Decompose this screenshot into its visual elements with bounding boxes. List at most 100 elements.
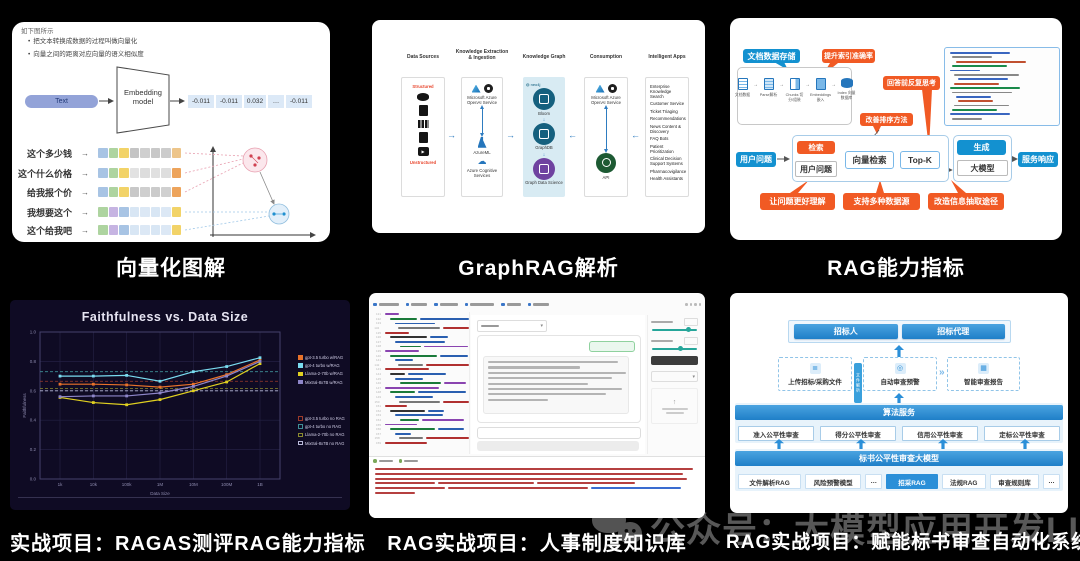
vector-cell <box>108 225 118 235</box>
line-number: 156 <box>375 427 381 432</box>
control-dot[interactable] <box>694 303 697 306</box>
panel-bid-review: 招标人 招标代理 ≣ 上传招标/采购文件 文件解析 ◎ 自动审查预警 » ▦ 智… <box>730 293 1068 513</box>
app-item: Patient Prioritization <box>650 144 674 154</box>
settings-pane: ▾ ↑ <box>647 315 701 454</box>
code-token <box>428 409 444 412</box>
console-tab-bar[interactable] <box>373 459 418 463</box>
code-token <box>395 359 413 362</box>
api-label: API <box>602 174 610 180</box>
max-length-setting <box>651 318 698 326</box>
code-line: 142 <box>373 363 469 368</box>
arrow-right-icon: → <box>753 82 758 88</box>
log-segment <box>375 472 683 475</box>
legend-swatch <box>298 424 303 429</box>
bullet-item: •把文本转换成数据的过程叫做向量化 <box>28 38 138 45</box>
code-token <box>385 423 417 426</box>
vector-cells <box>98 148 181 158</box>
phrase-label: 这个给我吧 <box>26 225 72 236</box>
editor-tab[interactable] <box>464 302 494 307</box>
vector-cells <box>98 168 181 178</box>
vector-cell <box>129 187 139 197</box>
code-token <box>400 419 419 421</box>
max-length-slider[interactable] <box>652 327 697 333</box>
pipeline-step: 文档数据 <box>732 78 753 98</box>
code-token <box>400 382 441 385</box>
model-dropdown[interactable]: ▾ <box>477 320 547 332</box>
code-line: 158 <box>373 436 469 441</box>
primary-action-button[interactable] <box>651 356 698 365</box>
vector-cell <box>161 225 171 235</box>
flow-arrow-right: → <box>447 130 456 140</box>
console-tab[interactable] <box>398 459 418 463</box>
flow-arrow-right: → <box>506 130 515 140</box>
pipeline-step: Chunks 切分/组装 <box>784 78 805 102</box>
logo-row <box>595 84 617 93</box>
up-arrow <box>894 345 904 357</box>
file-upload-area[interactable]: ↑ <box>651 388 698 424</box>
vector-value: 0.032 <box>244 95 266 108</box>
submit-button[interactable] <box>477 441 639 451</box>
editor-tab[interactable] <box>434 302 458 307</box>
control-dot[interactable] <box>685 303 688 306</box>
column-header: Intelligent Apps <box>648 54 686 60</box>
smart-report-box: ▦ 智能审查报告 <box>947 357 1020 391</box>
code-token <box>424 345 468 348</box>
stakeholder-row: 招标人 招标代理 <box>788 320 1011 343</box>
svg-text:100M: 100M <box>221 482 233 487</box>
chat-input[interactable] <box>477 427 641 439</box>
editor-tab[interactable] <box>501 302 521 307</box>
line-number: 157 <box>375 431 381 436</box>
app-item: Health Assistants <box>650 176 683 182</box>
control-dot[interactable] <box>689 303 692 306</box>
setting-value-box[interactable] <box>684 337 698 345</box>
text-input-node: Text <box>25 95 98 108</box>
editor-tab[interactable] <box>405 302 427 307</box>
log-line <box>375 482 701 485</box>
code-line: 132 <box>373 317 469 322</box>
vector-cell <box>140 207 150 217</box>
flow-arrow-left: ← <box>568 130 577 140</box>
legend-item: Mixtral-8x7B no RAG <box>298 441 350 446</box>
vector-cell <box>129 168 139 178</box>
vector-cell <box>150 168 160 178</box>
code-token <box>442 327 469 330</box>
line-number: 136 <box>375 335 381 340</box>
python-file-icon <box>501 302 505 307</box>
svg-text:0.6: 0.6 <box>30 388 37 393</box>
phrase-label: 这个多少钱 <box>26 148 72 159</box>
data-sources-box: Structured ▶ Unstructured <box>401 77 445 197</box>
window-controls <box>685 303 701 306</box>
code-token <box>395 377 423 380</box>
phrase-label: 这个什么价格 <box>17 168 72 179</box>
code-line <box>950 52 1010 54</box>
structured-tag: Structured <box>412 84 434 89</box>
unstructured-tag: Unstructured <box>409 160 437 165</box>
code-line: 155 <box>373 422 469 427</box>
openai-logo-icon <box>483 84 493 93</box>
bidirectional-arrow <box>479 104 484 137</box>
editor-tab[interactable] <box>373 302 399 307</box>
pipeline-steps: 文档数据→Parse解析→Chunks 切分/组装→Embeddings 嵌入→… <box>732 78 857 102</box>
vector-cell <box>119 168 129 178</box>
phrase-row: 这个多少钱 → <box>12 147 181 159</box>
code-line <box>956 95 991 98</box>
log-segment <box>375 482 435 485</box>
control-dot[interactable] <box>698 303 701 306</box>
code-line: 134 <box>373 326 469 331</box>
vector-cell <box>98 168 108 178</box>
line-number: 152 <box>375 408 381 413</box>
model-bar: 标书公平性审查大模型 <box>735 451 1063 466</box>
arrow-right-icon: → <box>81 148 89 158</box>
temperature-slider[interactable] <box>652 346 697 352</box>
vector-cell <box>119 207 129 217</box>
code-line: 144 <box>373 372 469 377</box>
panel-vectorization: 如下图所示 •把文本转换成数据的过程叫做向量化 •向量之间的距离对应向量的语义相… <box>12 22 330 242</box>
kb-select[interactable]: ▾ <box>651 371 698 382</box>
vector-cell <box>161 148 171 158</box>
legend-swatch <box>298 379 303 385</box>
console-tab[interactable] <box>373 459 393 463</box>
setting-value-box[interactable] <box>684 318 698 326</box>
editor-tab[interactable] <box>527 302 549 307</box>
